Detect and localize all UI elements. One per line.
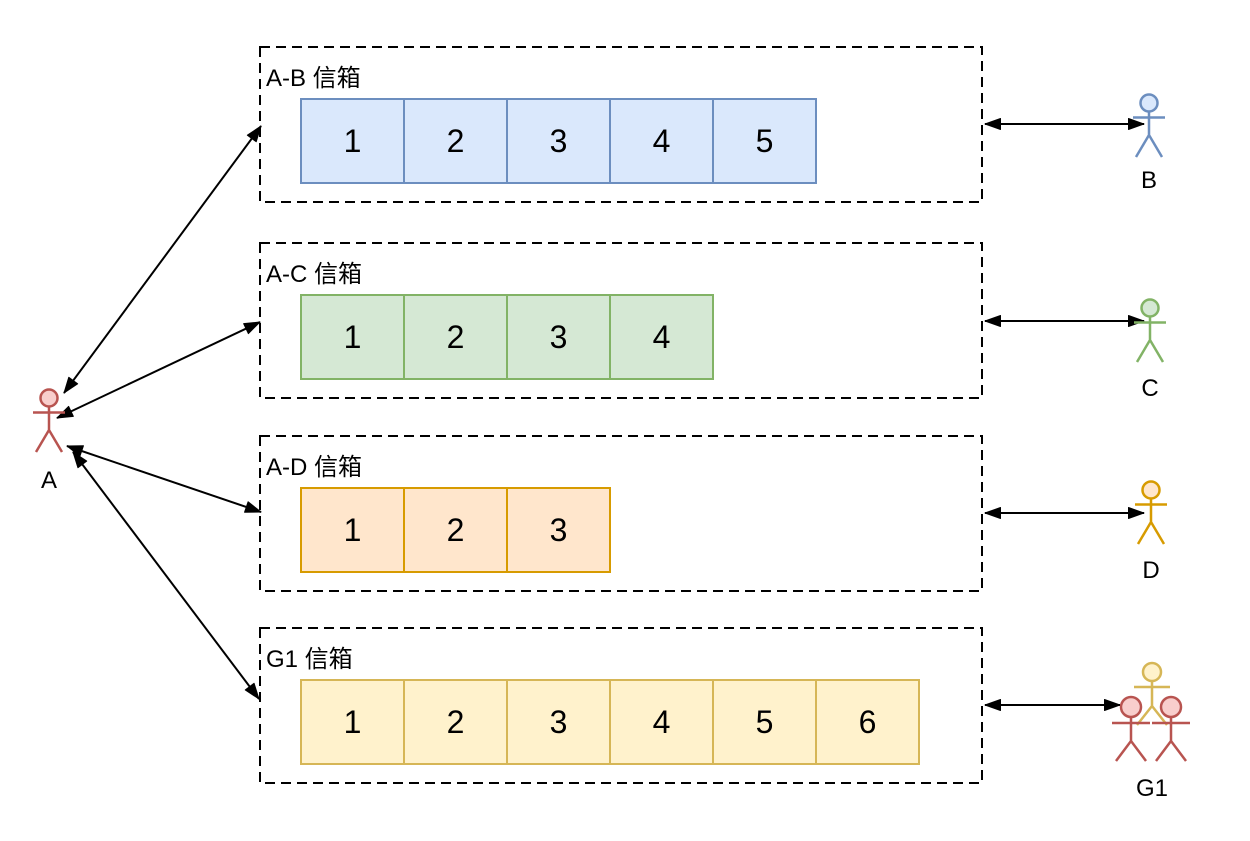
actor-g1-group-figure [1112, 661, 1190, 762]
actor-c-figure [1134, 298, 1166, 363]
actor-a-head [39, 388, 59, 408]
mailbox-cell: 4 [609, 98, 714, 184]
actor-d-label: D [1142, 557, 1160, 584]
actor-d-body [1135, 498, 1167, 545]
mailbox-dashed-borders [259, 46, 983, 784]
mailbox-cell: 5 [712, 679, 817, 765]
mailbox-g1-border [259, 627, 983, 784]
mailbox-cell: 1 [300, 98, 405, 184]
mailbox-cell: 2 [403, 487, 508, 573]
mailbox-a-b-border [259, 46, 983, 203]
actor-d-figure [1135, 480, 1167, 545]
actor-b-body [1133, 111, 1165, 158]
arrow-a-to-mailbox-g1 [72, 451, 260, 700]
actor-g1-front-left-figure [1112, 695, 1150, 762]
actor-a-body [33, 406, 65, 453]
actor-g1-back-body [1134, 681, 1170, 726]
mailbox-cell: 3 [506, 679, 611, 765]
mailbox-cell: 6 [815, 679, 920, 765]
actor-g1-back-head [1141, 661, 1163, 683]
mailbox-cell: 2 [403, 98, 508, 184]
mailbox-cell: 1 [300, 679, 405, 765]
mailbox-cell: 2 [403, 679, 508, 765]
actor-g1-front-right-figure [1152, 695, 1190, 762]
mailbox-cell: 5 [712, 98, 817, 184]
actor-g1-front-left-head [1119, 695, 1143, 719]
mailbox-cell: 1 [300, 294, 405, 380]
actor-c-head [1140, 298, 1160, 318]
mailbox-cell: 3 [506, 98, 611, 184]
mailbox-cell: 2 [403, 294, 508, 380]
mailbox-cell: 1 [300, 487, 405, 573]
mailbox-g1-label: G1 信箱 [266, 646, 353, 673]
mailbox-a-d-label: A-D 信箱 [266, 454, 362, 481]
actor-d-head [1141, 480, 1161, 500]
actor-g1-front-right-body [1152, 717, 1190, 762]
actor-g1-back-figure [1134, 661, 1170, 726]
mailbox-a-d-border [259, 435, 983, 592]
actor-b-head [1139, 93, 1159, 113]
actor-a-figure [33, 388, 65, 453]
actor-g1-label: G1 [1135, 775, 1169, 802]
mailbox-cell: 3 [506, 294, 611, 380]
actor-b-figure [1133, 93, 1165, 158]
mailbox-cell: 4 [609, 679, 714, 765]
actor-b-label: B [1140, 167, 1158, 194]
arrow-a-to-mailbox-a-c [56, 321, 261, 419]
mailbox-cell: 4 [609, 294, 714, 380]
actor-g1-front-left-body [1112, 717, 1150, 762]
arrow-a-to-mailbox-a-b [63, 125, 262, 394]
actor-c-label: C [1141, 375, 1159, 402]
mailbox-cell: 3 [506, 487, 611, 573]
arrow-a-to-mailbox-a-d [66, 445, 262, 513]
mailbox-a-c-border [259, 242, 983, 399]
mailbox-a-b-label: A-B 信箱 [266, 65, 361, 92]
mailbox-a-c-label: A-C 信箱 [266, 261, 362, 288]
connectors [56, 118, 1145, 711]
actor-a-label: A [40, 467, 58, 494]
actor-g1-front-right-head [1159, 695, 1183, 719]
actor-c-body [1134, 316, 1166, 363]
